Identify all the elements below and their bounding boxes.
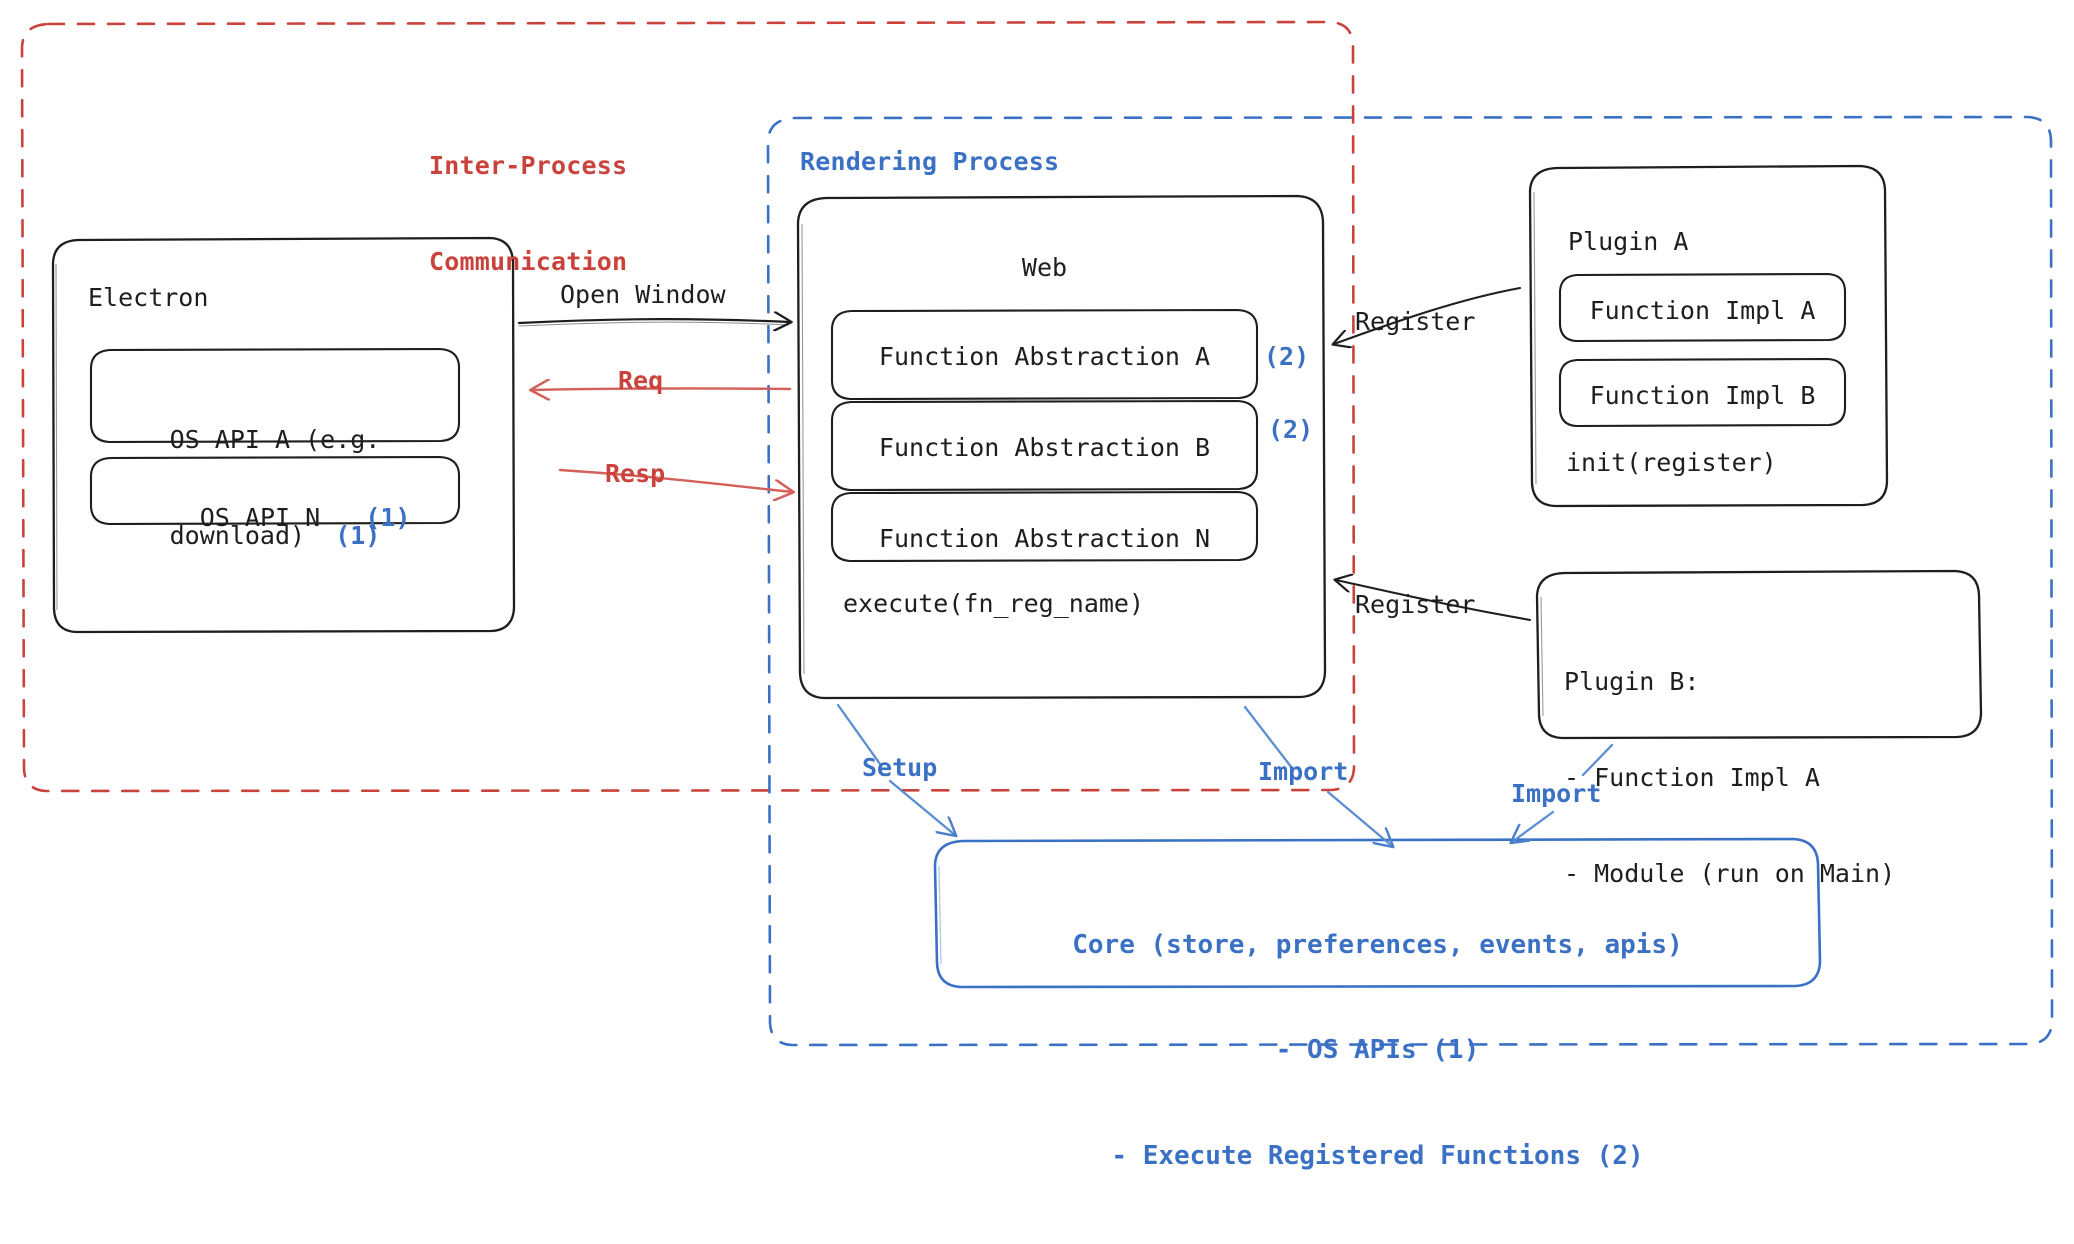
function-impl-a-label: Function Impl A: [1589, 296, 1816, 325]
edge-label-import-web: Import: [1258, 757, 1349, 786]
edge-label-register-plugin-b: Register: [1355, 590, 1476, 619]
os-api-a-line1: OS API A (e.g.: [169, 425, 381, 454]
plugin-a-init-footer: init(register): [1566, 448, 1777, 477]
function-abstraction-a-label: Function Abstraction A: [878, 342, 1211, 371]
function-abstraction-b-label: Function Abstraction B: [878, 433, 1211, 462]
os-api-n-label: OS API N (1): [199, 503, 411, 532]
edge-label-open-window: Open Window: [560, 280, 726, 309]
os-api-n-tag: (1): [365, 503, 411, 532]
function-impl-b-label: Function Impl B: [1589, 381, 1816, 410]
function-abstraction-b-tag: (2): [1268, 415, 1314, 444]
function-abstraction-n-label: Function Abstraction N: [878, 524, 1211, 553]
core-content: Core (store, preferences, events, apis) …: [935, 858, 1820, 1244]
region-title-ipc: Inter-Process Communication: [429, 86, 729, 342]
region-title-ipc-line2: Communication: [429, 247, 628, 276]
web-execute-footer: execute(fn_reg_name): [843, 589, 1145, 618]
region-title-rendering: Rendering Process: [800, 147, 1060, 176]
region-title-ipc-line1: Inter-Process: [429, 151, 628, 180]
edge-label-resp: Resp: [605, 459, 666, 488]
diagram-canvas: Inter-Process Communication Rendering Pr…: [20, 20, 2054, 1171]
core-line1: Core (store, preferences, events, apis): [1072, 930, 1683, 961]
plugin-a-title: Plugin A: [1568, 227, 1689, 256]
electron-title: Electron: [88, 283, 209, 312]
plugin-b-line2: - Function Impl A: [1564, 763, 1820, 792]
edge-resp: [558, 468, 792, 492]
plugin-b-content: Plugin B: - Function Impl A - Module (ru…: [1564, 602, 1895, 954]
web-title: Web: [1021, 253, 1068, 282]
edge-label-register-plugin-a: Register: [1355, 307, 1476, 336]
edge-label-setup: Setup: [862, 753, 938, 782]
os-api-a-tag: (1): [335, 521, 381, 550]
edge-label-import-plugin-b: Import: [1511, 779, 1602, 808]
os-api-a-line2: download) (1): [169, 521, 381, 550]
function-abstraction-a-tag: (2): [1264, 342, 1310, 371]
core-line2: - OS APIs (1): [1275, 1035, 1480, 1066]
edge-label-req: Req: [618, 366, 664, 395]
plugin-b-line3: - Module (run on Main): [1564, 859, 1896, 888]
os-api-a-label: OS API A (e.g. download) (1): [91, 360, 459, 616]
core-line3: - Execute Registered Functions (2): [1111, 1140, 1644, 1171]
plugin-b-line1: Plugin B:: [1564, 667, 1700, 696]
